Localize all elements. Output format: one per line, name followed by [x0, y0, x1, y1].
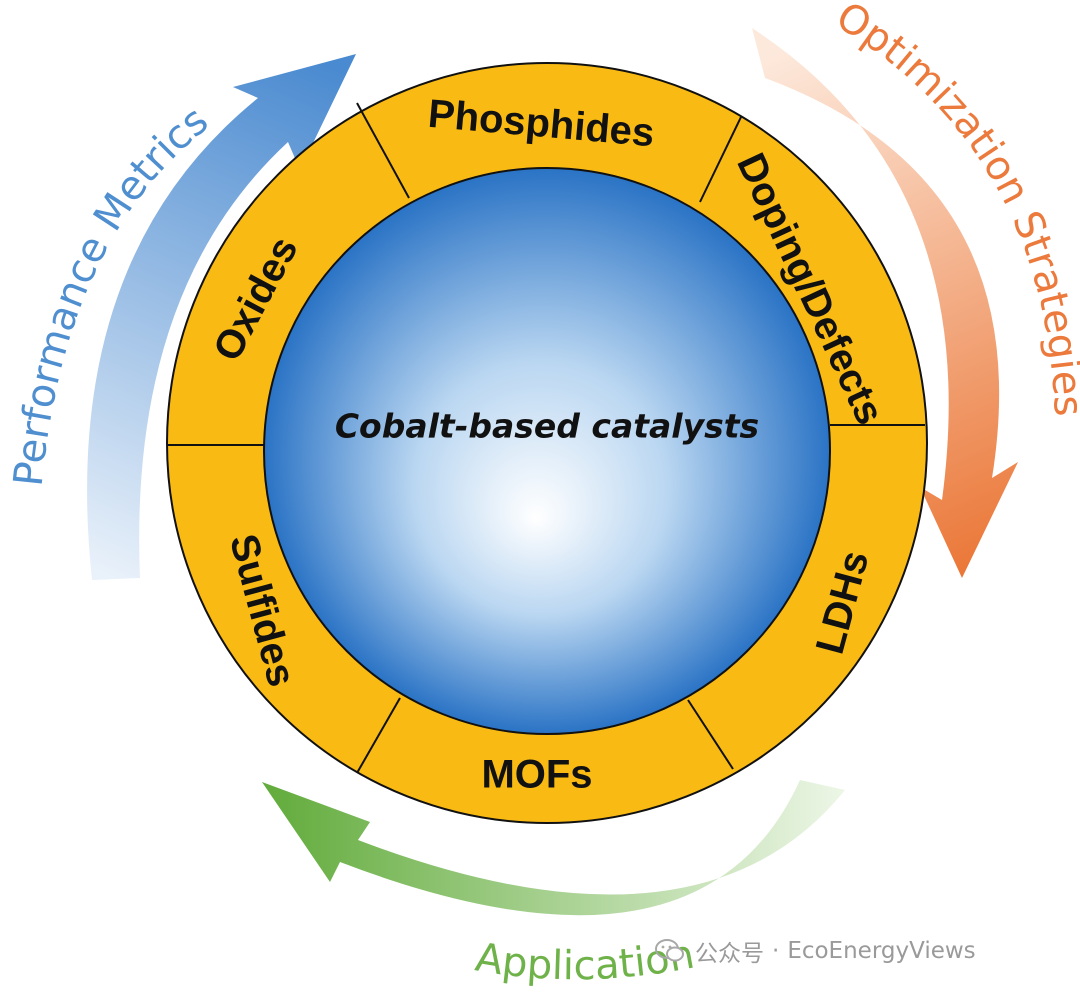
watermark-platform: 公众号	[695, 941, 764, 967]
cobalt-sphere	[263, 167, 831, 735]
watermark: 公众号 · EcoEnergyViews	[655, 934, 976, 968]
optimization-strategies-arrow	[752, 28, 1018, 578]
segment-dividers	[167, 102, 925, 774]
segment-mofs-label: MOFs	[481, 753, 592, 797]
center-label: Cobalt-based catalysts	[335, 407, 759, 446]
wechat-logo-icon	[655, 939, 684, 962]
watermark-account: EcoEnergyViews	[787, 938, 976, 964]
performance-metrics-arrow	[87, 54, 357, 580]
watermark-separator: ·	[772, 938, 780, 964]
application-arrow	[262, 780, 845, 916]
